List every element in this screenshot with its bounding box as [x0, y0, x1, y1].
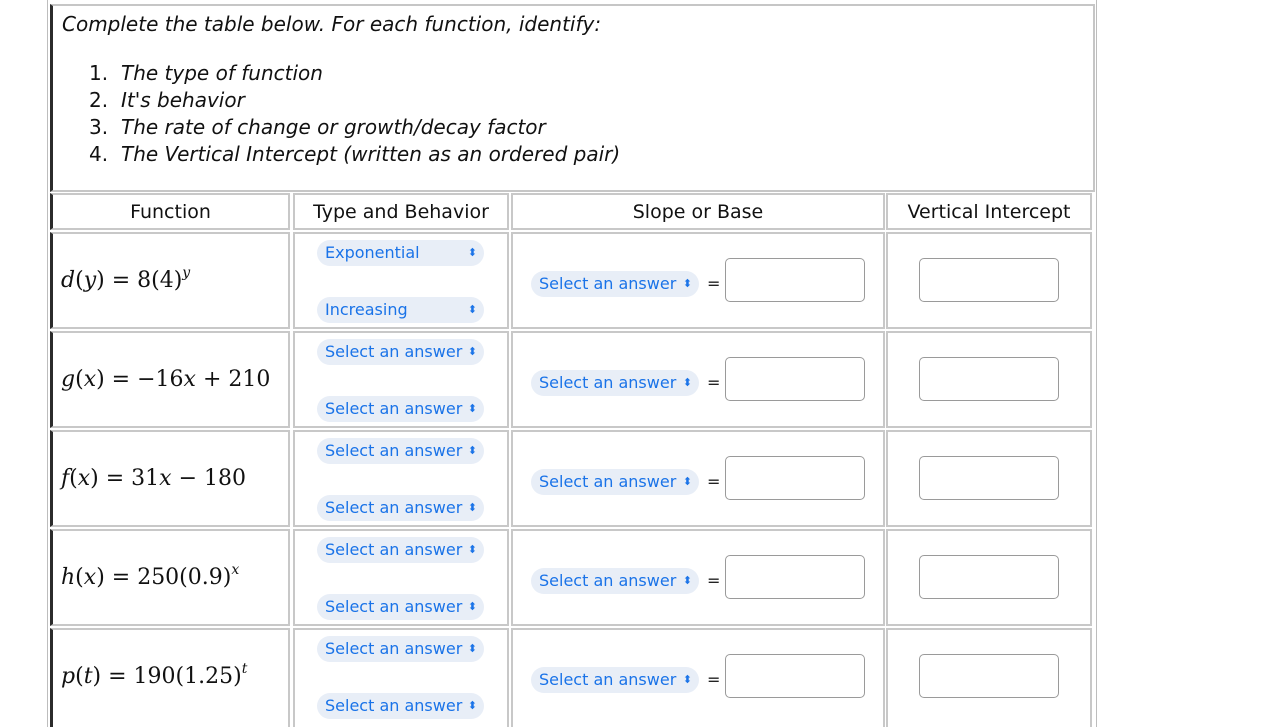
slope-base-select[interactable]: Select an answer ⬍	[531, 469, 699, 495]
select-value: Select an answer	[325, 498, 463, 517]
select-value: Select an answer	[539, 472, 677, 491]
function-type-select[interactable]: Exponential ⬍	[317, 240, 484, 266]
function-expression: d(y) = 8(4)y	[61, 265, 191, 293]
function-type-select[interactable]: Select an answer ⬍	[317, 438, 484, 464]
function-cell: d(y) = 8(4)y	[50, 232, 290, 329]
step-text: It's behavior	[121, 88, 245, 112]
instruction-step: 3. The rate of change or growth/decay fac…	[89, 114, 620, 141]
up-down-chevron-icon: ⬍	[467, 444, 477, 457]
up-down-chevron-icon: ⬍	[467, 600, 477, 613]
step-text: The type of function	[121, 61, 323, 85]
up-down-chevron-icon: ⬍	[467, 543, 477, 556]
function-cell: p(t) = 190(1.25)t	[50, 628, 290, 727]
slope-base-select[interactable]: Select an answer ⬍	[531, 370, 699, 396]
step-number: 4.	[89, 142, 109, 166]
header-type-behavior-label: Type and Behavior	[313, 201, 489, 223]
instructions-prompt: Complete the table below. For each funct…	[62, 12, 602, 36]
step-text: The Vertical Intercept (written as an or…	[121, 142, 621, 166]
header-type-behavior: Type and Behavior	[293, 193, 509, 230]
header-vertical-intercept-label: Vertical Intercept	[907, 201, 1071, 223]
select-value: Select an answer	[539, 274, 677, 293]
up-down-chevron-icon: ⬍	[467, 501, 477, 514]
select-value: Select an answer	[539, 571, 677, 590]
up-down-chevron-icon: ⬍	[682, 475, 692, 488]
header-slope-base-label: Slope or Base	[632, 201, 764, 223]
instruction-step: 4. The Vertical Intercept (written as an …	[89, 141, 620, 168]
slope-base-select[interactable]: Select an answer ⬍	[531, 568, 699, 594]
header-vertical-intercept: Vertical Intercept	[886, 193, 1092, 230]
behavior-select[interactable]: Select an answer ⬍	[317, 693, 484, 719]
select-value: Select an answer	[325, 597, 463, 616]
up-down-chevron-icon: ⬍	[467, 699, 477, 712]
select-value: Select an answer	[325, 540, 463, 559]
select-value: Select an answer	[539, 373, 677, 392]
equals-sign: =	[707, 670, 721, 689]
slope-base-input[interactable]	[725, 555, 865, 599]
slope-base-input[interactable]	[725, 357, 865, 401]
up-down-chevron-icon: ⬍	[682, 574, 692, 587]
step-number: 3.	[89, 115, 109, 139]
step-text: The rate of change or growth/decay facto…	[121, 115, 546, 139]
instruction-step: 2. It's behavior	[89, 87, 620, 114]
select-value: Select an answer	[325, 696, 463, 715]
slope-base-input[interactable]	[725, 654, 865, 698]
up-down-chevron-icon: ⬍	[467, 642, 477, 655]
behavior-select[interactable]: Increasing ⬍	[317, 297, 484, 323]
header-function-label: Function	[130, 201, 211, 223]
up-down-chevron-icon: ⬍	[467, 345, 477, 358]
step-number: 2.	[89, 88, 109, 112]
function-expression: h(x) = 250(0.9)x	[61, 562, 240, 590]
equals-sign: =	[707, 274, 721, 293]
vertical-intercept-input[interactable]	[919, 555, 1059, 599]
up-down-chevron-icon: ⬍	[467, 246, 477, 259]
vertical-intercept-input[interactable]	[919, 357, 1059, 401]
behavior-select[interactable]: Select an answer ⬍	[317, 594, 484, 620]
equals-sign: =	[707, 373, 721, 392]
select-value: Select an answer	[325, 639, 463, 658]
behavior-select[interactable]: Select an answer ⬍	[317, 396, 484, 422]
instruction-step: 1. The type of function	[89, 60, 620, 87]
function-cell: g(x) = −16x + 210	[50, 331, 290, 428]
function-expression: g(x) = −16x + 210	[61, 367, 271, 392]
function-type-select[interactable]: Select an answer ⬍	[317, 537, 484, 563]
equals-sign: =	[707, 571, 721, 590]
up-down-chevron-icon: ⬍	[682, 673, 692, 686]
vertical-intercept-input[interactable]	[919, 258, 1059, 302]
up-down-chevron-icon: ⬍	[682, 376, 692, 389]
behavior-select[interactable]: Select an answer ⬍	[317, 495, 484, 521]
equals-sign: =	[707, 472, 721, 491]
function-cell: h(x) = 250(0.9)x	[50, 529, 290, 626]
select-value: Increasing	[325, 300, 408, 319]
header-function: Function	[50, 193, 290, 230]
frame-right-border	[1096, 0, 1097, 727]
slope-base-select[interactable]: Select an answer ⬍	[531, 667, 699, 693]
select-value: Select an answer	[325, 342, 463, 361]
select-value: Select an answer	[539, 670, 677, 689]
function-type-select[interactable]: Select an answer ⬍	[317, 636, 484, 662]
slope-base-select[interactable]: Select an answer ⬍	[531, 271, 699, 297]
frame-left-border	[47, 0, 48, 727]
header-slope-base: Slope or Base	[511, 193, 885, 230]
instructions-steps: 1. The type of function 2. It's behavior 3…	[89, 60, 620, 168]
vertical-intercept-input[interactable]	[919, 654, 1059, 698]
function-expression: p(t) = 190(1.25)t	[61, 661, 248, 689]
slope-base-input[interactable]	[725, 258, 865, 302]
vertical-intercept-input[interactable]	[919, 456, 1059, 500]
select-value: Exponential	[325, 243, 420, 262]
slope-base-input[interactable]	[725, 456, 865, 500]
step-number: 1.	[89, 61, 109, 85]
function-expression: f(x) = 31x − 180	[61, 466, 247, 491]
up-down-chevron-icon: ⬍	[682, 277, 692, 290]
up-down-chevron-icon: ⬍	[467, 303, 477, 316]
select-value: Select an answer	[325, 441, 463, 460]
function-cell: f(x) = 31x − 180	[50, 430, 290, 527]
function-type-select[interactable]: Select an answer ⬍	[317, 339, 484, 365]
instructions-panel: Complete the table below. For each funct…	[50, 4, 1095, 192]
select-value: Select an answer	[325, 399, 463, 418]
up-down-chevron-icon: ⬍	[467, 402, 477, 415]
